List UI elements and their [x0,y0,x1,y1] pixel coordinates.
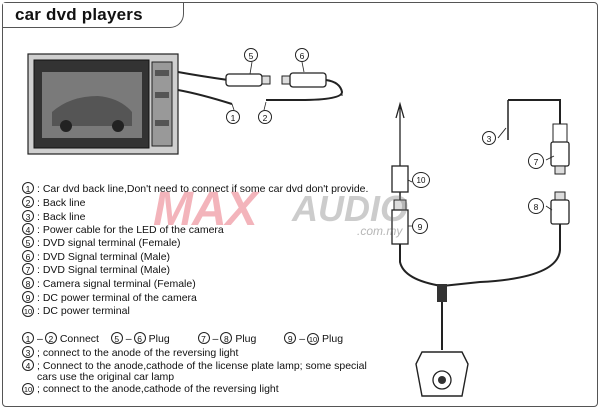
reversing-camera [415,351,469,397]
connector-7-male [550,123,570,175]
legend-text: : Back line [37,197,86,209]
conn-label: Connect [59,333,99,345]
callout-7: 7 [528,153,544,169]
callout-6: 6 [295,48,309,62]
callout-10: 10 [412,172,430,188]
legend-number: 1 [22,182,34,194]
conn-num: 9 [284,332,297,344]
conn-num: 5 [110,332,123,344]
callout-8: 8 [528,198,544,214]
callout-9: 9 [412,218,428,234]
note-item: 10; connect to the anode,cathode of the … [22,383,279,395]
callout-2: 2 [258,110,272,124]
conn-label: Plug [322,333,344,345]
connector-6-male [281,72,327,88]
watermark-brand-grey: AUDIO [292,188,408,229]
legend-number: 5 [22,236,34,248]
legend-item: 1: Car dvd back line,Don't need to conne… [22,182,368,195]
callout-5: 5 [244,48,258,62]
legend-number: 6 [22,250,34,262]
legend-item: 10: DC power terminal [22,305,130,317]
legend-text: : DC power terminal of the camera [37,292,197,304]
legend-item: 6: DVD Signal terminal (Male) [22,250,170,263]
note-number: 3 [22,346,34,358]
legend-text: : DC power terminal [37,305,130,317]
note-text: cars use the original car lamp [37,371,175,383]
legend-number: 8 [22,277,34,289]
conn-num: 1 [22,332,34,344]
note-text: ; connect to the anode of the reversing … [37,347,239,359]
connector-10 [391,165,409,200]
watermark-brand-red: MAX [153,183,258,236]
car-dvd-player [27,53,179,155]
legend-number: 9 [22,291,34,303]
callout-3: 3 [482,131,496,145]
note-item: 4; Connect to the anode,cathode of the l… [22,359,367,372]
legend-number: 2 [22,196,34,208]
legend-text: : Power cable for the LED of the camera [37,224,224,236]
title-tab: car dvd players [3,3,184,28]
connector-5-female [225,73,271,87]
legend-number: 10 [22,305,34,317]
connector-8-female [550,191,570,225]
note-number: 10 [22,383,34,395]
note-number: 4 [22,359,34,371]
conn-num: 2 [44,332,57,344]
legend-text: : Car dvd back line,Don't need to connec… [37,183,369,195]
legend-text: : Camera signal terminal (Female) [37,278,196,290]
watermark-domain: .com.my [357,224,403,238]
page-title: car dvd players [15,5,143,24]
legend-item: 4: Power cable for the LED of the camera [22,223,224,236]
conn-num: 6 [133,332,146,344]
conn-num: 10 [307,333,320,345]
callout-1: 1 [226,110,240,124]
legend-text: : Back line [37,211,86,223]
note-item: 3; connect to the anode of the reversing… [22,346,238,359]
conn-num: 8 [220,332,233,344]
legend-item: 3: Back line [22,210,85,223]
note-text: ; Connect to the anode,cathode of the li… [37,360,367,372]
conn-label: Plug [148,333,170,345]
legend-number: 3 [22,210,34,222]
legend-item: 8: Camera signal terminal (Female) [22,277,196,290]
legend-item: 5: DVD signal terminal (Female) [22,236,181,249]
legend-number: 4 [22,223,34,235]
legend-text: : DVD signal terminal (Female) [37,237,181,249]
legend-item: 9: DC power terminal of the camera [22,291,197,304]
conn-label: Plug [235,333,257,345]
legend-text: : DVD Signal terminal (Male) [37,264,171,276]
connector-9 [391,199,409,245]
legend-item: 2: Back line [22,196,85,209]
legend-item: 7: DVD Signal terminal (Male) [22,263,170,276]
conn-num: 7 [197,332,210,344]
legend-text: : DVD Signal terminal (Male) [37,251,171,263]
note-item: cars use the original car lamp [37,371,174,383]
note-text: ; connect to the anode,cathode of the re… [37,383,279,395]
legend-number: 7 [22,263,34,275]
